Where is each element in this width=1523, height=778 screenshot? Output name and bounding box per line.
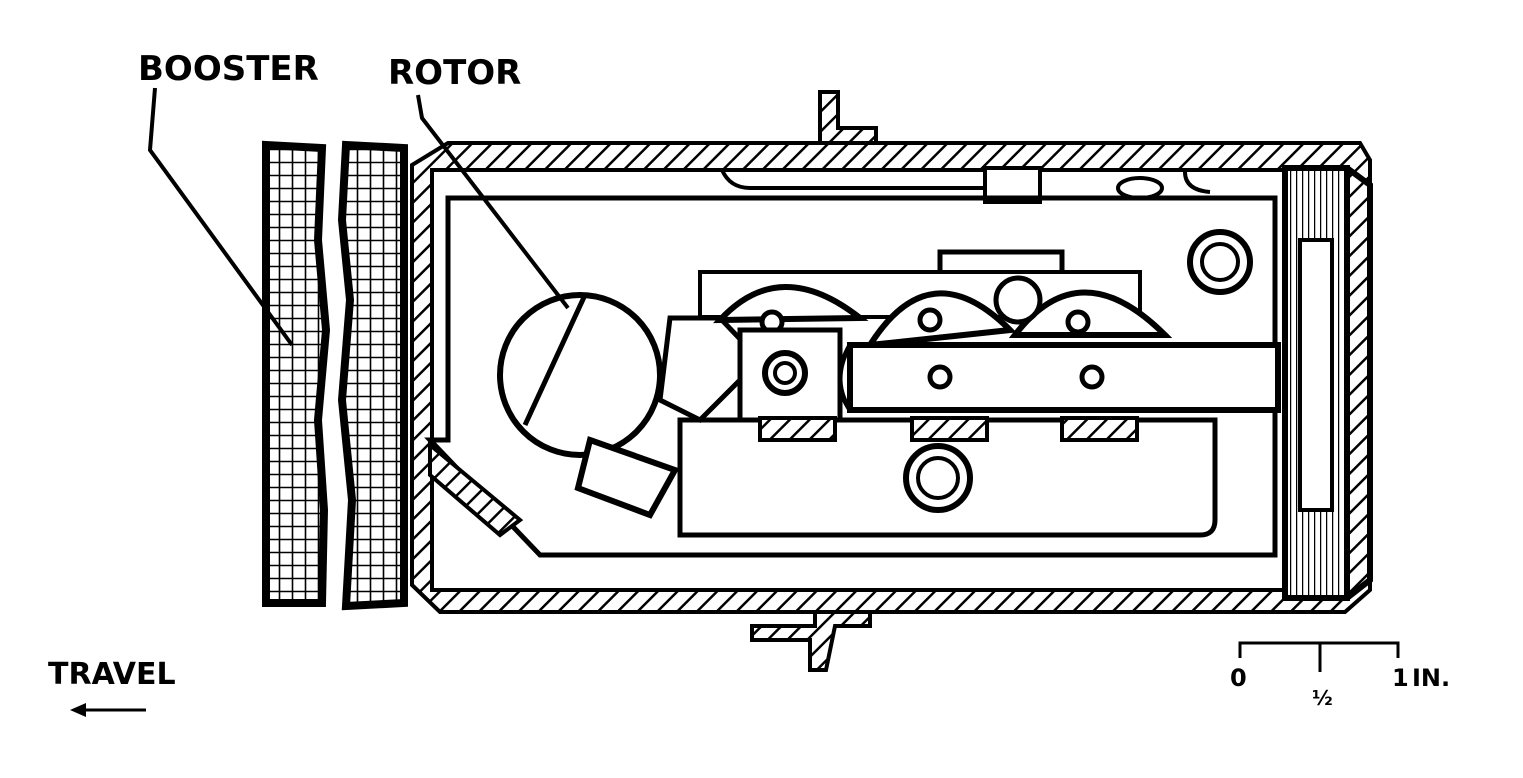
scale-zero: 0 xyxy=(1230,664,1247,692)
booster-pellet-inner xyxy=(337,140,408,611)
travel-indicator: TRAVEL xyxy=(48,657,176,717)
bottom-mount-tab xyxy=(750,610,872,672)
scale-half: ½ xyxy=(1312,686,1333,710)
gear-train xyxy=(698,249,1281,423)
rotor xyxy=(497,292,764,519)
booster-label: BOOSTER xyxy=(138,49,319,89)
travel-arrow-icon xyxy=(70,703,86,717)
travel-label: TRAVEL xyxy=(48,657,176,692)
knurled-end-cap xyxy=(1282,165,1373,601)
booster-leader-line xyxy=(147,87,294,347)
detonator-strip xyxy=(428,440,524,538)
mechanism-frame xyxy=(424,195,1278,558)
escapement-bar xyxy=(847,342,1281,413)
slider-plate xyxy=(677,416,1218,538)
scale-unit: IN. xyxy=(1412,664,1450,692)
top-mount-tab xyxy=(818,90,878,145)
upper-right-hole xyxy=(1187,229,1253,295)
booster-pellets xyxy=(262,140,408,611)
scale-one: 1 xyxy=(1392,664,1409,692)
rotor-leader-line xyxy=(416,94,570,310)
scale-bar: 0 ½ 1 IN. xyxy=(1230,641,1450,710)
booster-pellet-outer xyxy=(262,140,331,607)
rotor-label: ROTOR xyxy=(388,53,521,93)
callouts: BOOSTER ROTOR xyxy=(138,49,570,347)
slider-hole xyxy=(903,443,973,513)
